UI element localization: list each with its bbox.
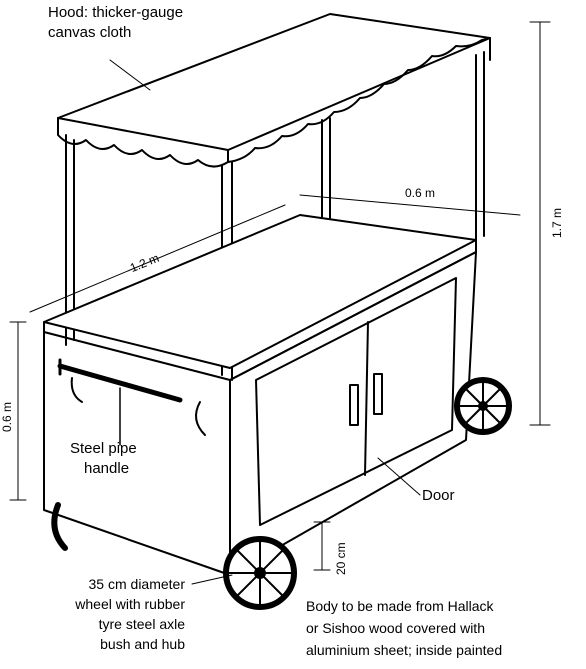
steel-pipe-handle — [57, 358, 206, 446]
clearance-label: 20 cm — [334, 542, 348, 575]
body-material-line3: aluminium sheet; inside painted — [306, 642, 503, 658]
hood-canopy — [57, 13, 491, 168]
wheel-label-line3: tyre steel axle — [98, 616, 185, 632]
body-material-line1: Body to be made from Hallack — [306, 598, 494, 614]
cart-body — [43, 251, 477, 576]
total-height-label: 1.7 m — [550, 207, 564, 238]
width-dimension-label: 0.6 m — [405, 186, 436, 200]
body-material-line2: or Sishoo wood covered with — [306, 620, 485, 636]
rear-wheel — [454, 377, 512, 435]
back-wheel — [51, 502, 68, 551]
counter-top — [43, 214, 477, 381]
front-wheel — [223, 536, 297, 610]
wheel-label-line1: 35 cm diameter — [88, 576, 185, 592]
handle-label-line2: handle — [84, 460, 130, 477]
dimension-lines — [9, 21, 551, 585]
wheel-label-line4: bush and hub — [100, 636, 185, 652]
wheel-label-line2: wheel with rubber — [75, 596, 185, 612]
hood-label-line2: canvas cloth — [48, 24, 132, 41]
handle-label-line1: Steel pipe — [70, 440, 137, 457]
hood-label-line1: Hood: thicker-gauge — [48, 4, 184, 21]
body-height-label: 0.6 m — [0, 401, 14, 432]
door-label: Door — [422, 487, 455, 504]
